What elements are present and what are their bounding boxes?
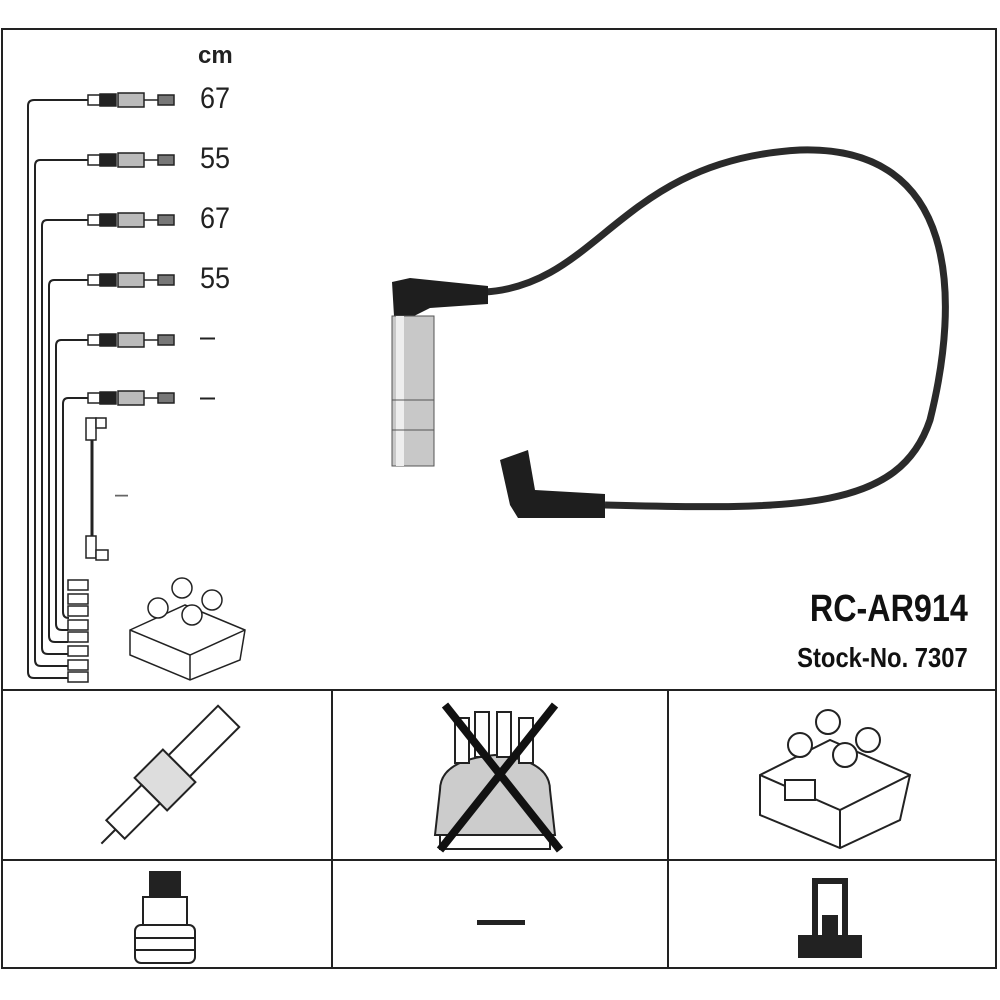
length-unit: cm [198, 42, 233, 69]
wire-length-5: – [200, 320, 216, 353]
stock-number: Stock-No. 7307 [797, 642, 968, 673]
distributor-cap-icon [433, 702, 564, 853]
ignition-coil-icon [759, 709, 912, 850]
coil-small [129, 577, 246, 681]
wire-length-4: 55 [200, 262, 231, 295]
wire-length-3: 67 [200, 202, 231, 235]
wire-connectors [87, 92, 175, 406]
wire-set-schematic [27, 99, 89, 683]
cap-connector-none-icon [477, 920, 525, 925]
coil-connector-icon [798, 878, 862, 958]
diagram-frame [1, 28, 997, 969]
divider-top [1, 689, 997, 691]
wire-length-6: – [200, 380, 216, 413]
divider-col2 [667, 689, 669, 969]
coil-lead-length: – [115, 478, 129, 508]
divider-bottom [1, 859, 997, 861]
ignition-cable-photo [391, 146, 949, 518]
wire-length-2: 55 [200, 142, 231, 175]
wire-length-1: 67 [200, 82, 231, 115]
spark-plug-icon [100, 704, 241, 845]
divider-col1 [331, 689, 333, 969]
coil-lead-schematic [85, 417, 109, 561]
plug-connector-icon [134, 871, 196, 964]
product-code: RC-AR914 [810, 588, 968, 630]
